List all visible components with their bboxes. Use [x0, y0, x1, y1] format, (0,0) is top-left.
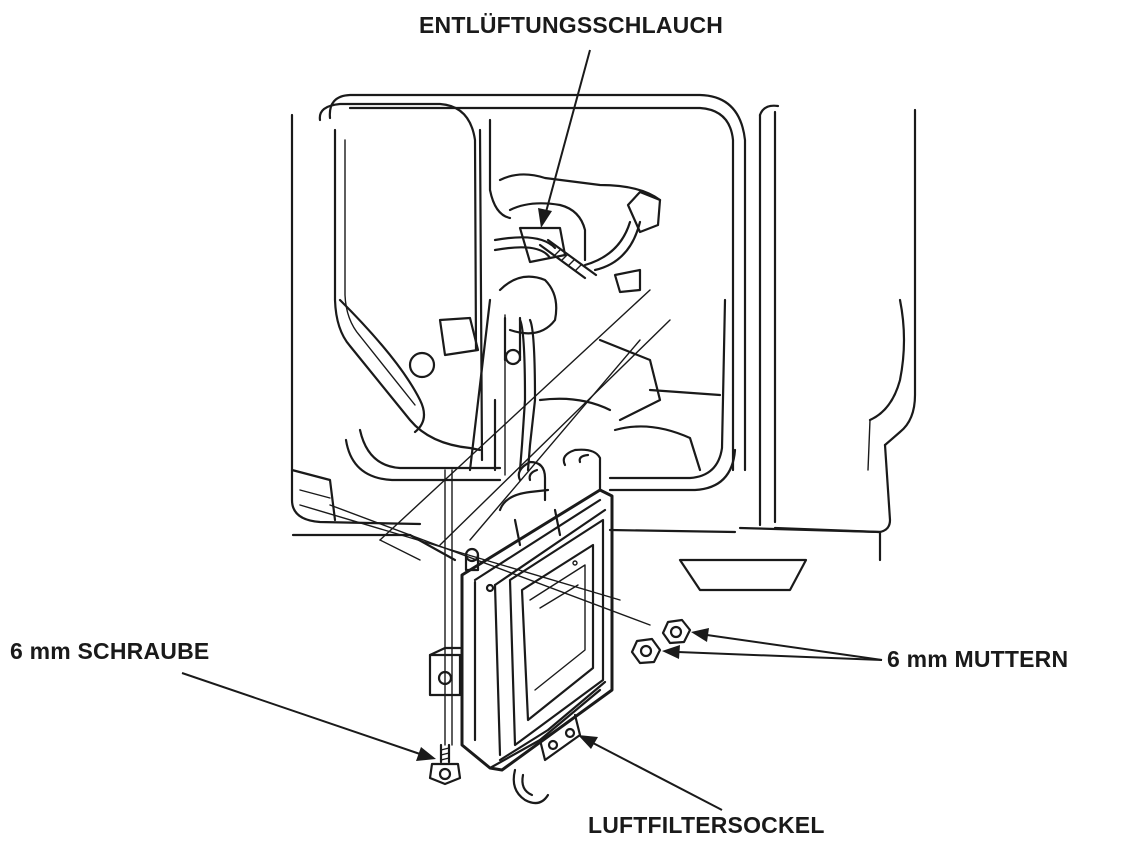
nut-6mm-lower-icon [630, 637, 662, 665]
label-nuts: 6 mm MUTTERN [887, 646, 1069, 672]
bolt-bracket [428, 646, 462, 697]
label-bolt: 6 mm SCHRAUBE [10, 638, 210, 664]
leader-air-filter-base [578, 735, 723, 811]
leader-bolt [181, 672, 436, 761]
engine-internals [468, 118, 722, 472]
leader-breather-tube [538, 49, 591, 228]
label-breather-tube: ENTLÜFTUNGSSCHLAUCH [419, 12, 724, 38]
leader-nuts [662, 628, 883, 661]
bolt-6mm-icon [428, 743, 462, 786]
air-filter-base-illustration [460, 448, 614, 805]
engine-cover-left [290, 102, 482, 537]
engine-housing-right [408, 104, 917, 592]
label-air-filter-base: LUFTFILTERSOCKEL [588, 812, 825, 838]
engine-frame-tube [328, 93, 747, 492]
nut-6mm-upper-icon [661, 618, 692, 645]
exploded-view-guide-lines [299, 289, 671, 746]
